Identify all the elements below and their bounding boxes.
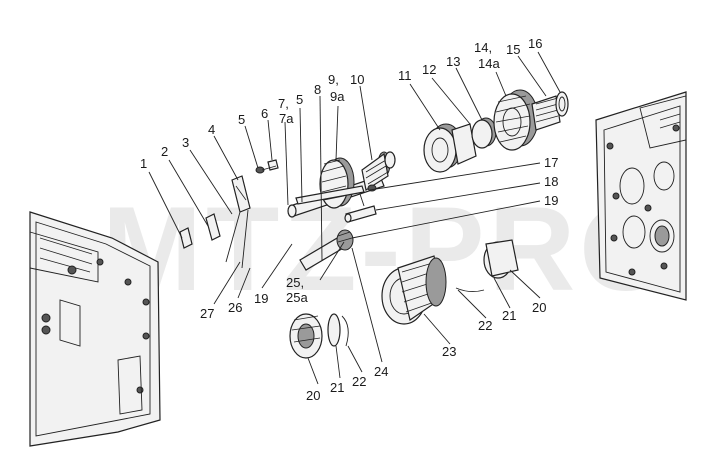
callout-14: 14,: [474, 40, 492, 55]
callout-17: 17: [544, 155, 558, 170]
callout-24: 24: [374, 364, 388, 379]
callout-5-left: 5: [238, 112, 245, 127]
callout-20-right: 20: [532, 300, 546, 315]
callout-18: 18: [544, 174, 558, 189]
small-shims: [179, 175, 251, 269]
callout-26: 26: [228, 300, 242, 315]
callout-labels: 1 2 3 4 5 6 7, 5 7a 8 9, 9a 10 11 12 13 …: [140, 36, 558, 403]
callout-21-bottom: 21: [330, 380, 344, 395]
callout-4: 4: [208, 122, 215, 137]
callout-21-right: 21: [502, 308, 516, 323]
callout-5-right: 5: [296, 92, 303, 107]
callout-10: 10: [350, 72, 364, 87]
callout-15: 15: [506, 42, 520, 57]
callout-8: 8: [314, 82, 321, 97]
callout-2: 2: [161, 144, 168, 159]
callout-14a: 14a: [478, 56, 500, 71]
callout-25a: 25a: [286, 290, 308, 305]
gear-cluster: [423, 89, 569, 173]
callout-16: 16: [528, 36, 542, 51]
leader-lines: [148, 51, 561, 385]
left-housing: [29, 211, 161, 447]
callout-3: 3: [182, 135, 189, 150]
callout-11: 11: [398, 68, 412, 83]
callout-27: 27: [200, 306, 214, 321]
callout-22-bottom: 22: [352, 374, 366, 389]
callout-20-bottom: 20: [306, 388, 320, 403]
callout-12: 12: [422, 62, 436, 77]
callout-19-right: 19: [544, 193, 558, 208]
callout-7: 7,: [278, 96, 289, 111]
callout-25: 25,: [286, 275, 304, 290]
callout-23: 23: [442, 344, 456, 359]
callout-9: 9,: [328, 72, 339, 87]
callout-7a: 7a: [279, 111, 294, 126]
callout-1: 1: [140, 156, 147, 171]
callout-9a: 9a: [330, 89, 345, 104]
callout-19-bottom: 19: [254, 291, 268, 306]
callout-6: 6: [261, 106, 268, 121]
right-housing: [595, 91, 687, 301]
pins-5-6: [255, 159, 279, 174]
callout-22-right: 22: [478, 318, 492, 333]
callout-13: 13: [446, 54, 460, 69]
shift-rods: [295, 184, 377, 271]
right-bearing-group: [381, 239, 519, 325]
bottom-bearing-group: [289, 313, 349, 359]
